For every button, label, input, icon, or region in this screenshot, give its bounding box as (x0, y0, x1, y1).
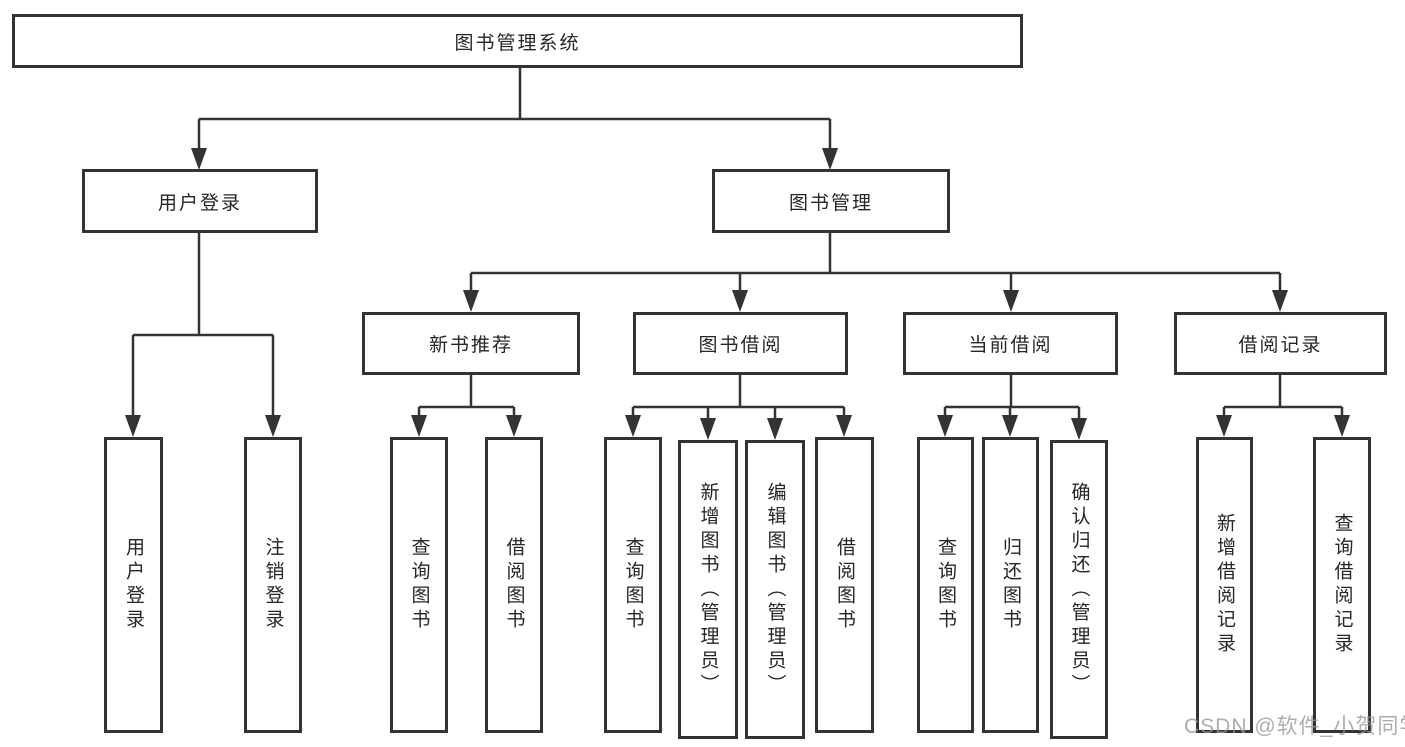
leaf-borrow-books-newbook: 借阅图书 (485, 437, 543, 733)
leaf-query-books-borrow: 查询图书 (604, 437, 662, 733)
node-book-borrow: 图书借阅 (633, 312, 848, 375)
leaf-user-login: 用户登录 (104, 437, 163, 733)
node-current-borrow: 当前借阅 (903, 312, 1118, 375)
leaf-query-borrow-record: 查询借阅记录 (1313, 437, 1371, 733)
node-borrow-records: 借阅记录 (1174, 312, 1387, 375)
leaf-edit-book-admin: 编辑图书（管理员） (745, 440, 805, 739)
leaf-query-books-current: 查询图书 (917, 437, 974, 733)
node-new-book-recommend: 新书推荐 (362, 312, 580, 375)
leaf-add-borrow-record: 新增借阅记录 (1196, 437, 1253, 733)
leaf-confirm-return-admin: 确认归还（管理员） (1050, 440, 1108, 739)
leaf-return-book: 归还图书 (982, 437, 1039, 733)
leaf-query-books-newbook: 查询图书 (390, 437, 448, 733)
leaf-logout: 注销登录 (244, 437, 302, 733)
leaf-add-book-admin: 新增图书（管理员） (678, 440, 738, 739)
node-book-management: 图书管理 (712, 169, 950, 233)
node-library-management-system: 图书管理系统 (12, 14, 1023, 68)
csdn-watermark: CSDN @软件_小贺同学 (1184, 715, 1405, 738)
node-user-login: 用户登录 (82, 169, 318, 233)
leaf-borrow-books-borrow: 借阅图书 (815, 437, 874, 733)
